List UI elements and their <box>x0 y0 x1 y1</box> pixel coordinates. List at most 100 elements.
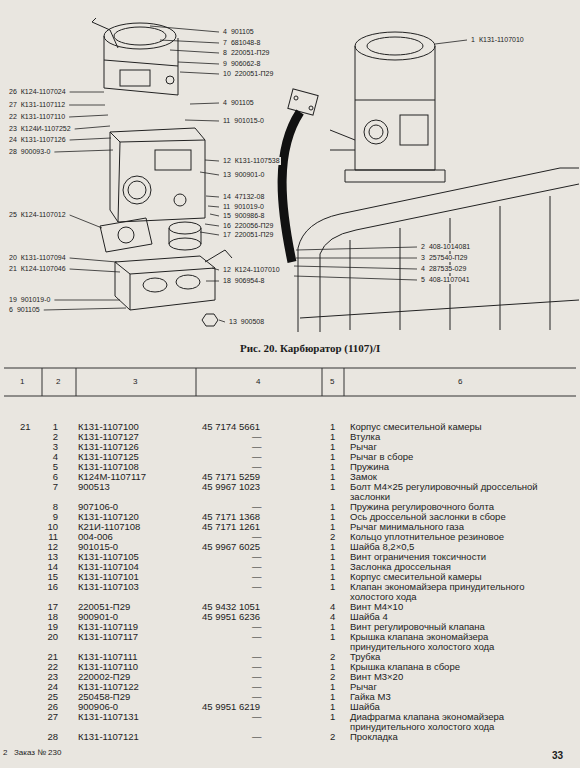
table-cell: К131-1107120 <box>78 512 139 522</box>
part-number: 900093-0 <box>20 148 52 156</box>
table-cell: К131-1107103 <box>78 582 139 592</box>
table-cell: — <box>252 692 262 702</box>
table-cell: 1 <box>330 702 335 712</box>
part-number: 906954-8 <box>234 277 266 285</box>
table-cell: 17 <box>28 602 58 612</box>
table-cell: Гайка М3 <box>350 692 562 702</box>
table-cell: 3 <box>28 442 58 452</box>
leader-line <box>70 92 104 93</box>
table-cell: 23 <box>28 672 58 682</box>
table-cell: 4 <box>330 612 335 622</box>
part-number: К131-1107126 <box>20 136 67 144</box>
table-cell: 45 7171 1368 <box>202 512 260 522</box>
callout-number: 27 <box>8 101 18 109</box>
callout-number: 7 <box>222 39 228 47</box>
table-cell: Втулка <box>350 432 562 442</box>
table-cell: 250458-П29 <box>78 692 130 702</box>
part-number: 287535-029 <box>428 265 467 273</box>
leader-line <box>205 160 219 161</box>
leader-line <box>296 258 417 259</box>
leader-line <box>212 268 219 270</box>
callout-number: 8 <box>222 49 228 57</box>
table-cell: К131-1107121 <box>78 732 139 742</box>
table-cell: К131-1107126 <box>78 442 139 452</box>
table-cell: — <box>252 462 262 472</box>
table-cell: Прокладка <box>350 732 562 742</box>
leader-line <box>160 40 219 43</box>
table-cell: К131-1107131 <box>78 712 139 722</box>
part-number: 901019-0 <box>233 203 265 211</box>
leader-line <box>178 62 219 64</box>
table-cell: 1 <box>28 422 58 432</box>
part-number: 220051-П29 <box>234 70 275 78</box>
callout-number: 17 <box>222 231 232 239</box>
part-number: К131-1107538 <box>234 157 281 165</box>
table-cell: Крышка клапана экономайзера принудительн… <box>350 632 562 652</box>
part-number: 47132-08 <box>234 193 266 201</box>
table-cell: Пружина <box>350 462 562 472</box>
leader-line <box>205 224 219 226</box>
part-number: К131-1107010 <box>478 36 525 44</box>
part-number: К131-1107110 <box>20 113 66 121</box>
leader-line <box>70 215 102 228</box>
table-cell: 20 <box>28 632 58 642</box>
column-header: 4 <box>256 377 260 386</box>
part-number: 220051-П29 <box>234 231 275 239</box>
table-cell: К131-1107117 <box>78 632 138 642</box>
table-cell: 1 <box>330 472 335 482</box>
leader-line <box>54 150 113 152</box>
table-cell: — <box>252 572 262 582</box>
table-cell: 6 <box>28 472 58 482</box>
table-cell: К131-1107108 <box>78 462 139 472</box>
table-cell: Пружина регулировочного болта <box>350 502 562 512</box>
table-cell: Шайба 8,2×0,5 <box>350 542 562 552</box>
part-number: 257540-П29 <box>428 254 469 262</box>
table-cell: 8 <box>28 502 58 512</box>
table-cell: К131-1107125 <box>78 452 139 462</box>
table-cell: 21 <box>28 652 58 662</box>
callout-number: 11 <box>222 203 231 211</box>
callout-number: 11 <box>222 117 231 125</box>
table-cell: — <box>252 732 262 742</box>
table-cell: — <box>252 582 262 592</box>
leader-line <box>435 40 467 44</box>
table-cell: 1 <box>330 632 335 642</box>
table-cell: 1 <box>330 552 335 562</box>
leader-line <box>210 214 219 216</box>
callout-number: 4 <box>222 99 228 107</box>
table-cell: 5 <box>28 462 58 472</box>
callout-number: 25 <box>8 211 18 219</box>
table-cell: — <box>252 652 262 662</box>
part-number: 220056-П29 <box>234 222 275 230</box>
callout-number: 19 <box>8 296 18 304</box>
leader-line <box>296 247 417 250</box>
table-cell: Винт ограничения токсичности <box>350 552 562 562</box>
callout-number: 26 <box>8 88 18 96</box>
table-cell: 1 <box>330 512 335 522</box>
part-number: К124-1107046 <box>20 265 67 273</box>
leader-line <box>170 50 219 53</box>
table-cell: 1 <box>330 622 335 632</box>
table-cell: Крышка клапана в сборе <box>350 662 562 672</box>
table-cell: 900513 <box>78 482 110 492</box>
leader-line <box>294 266 417 269</box>
table-cell: 45 7171 5259 <box>202 472 260 482</box>
callout-number: 16 <box>222 222 232 230</box>
leader-line <box>219 320 225 322</box>
leader-line <box>200 232 219 235</box>
leader-line <box>75 126 110 129</box>
table-cell: К131-1107100 <box>78 422 139 432</box>
table-cell: — <box>252 562 262 572</box>
leader-line <box>206 281 219 282</box>
table-cell: Корпус смесительной камеры <box>350 422 562 432</box>
table-cell: К124М-1107117 <box>78 472 146 482</box>
table-cell: Винт М4×10 <box>350 602 562 612</box>
table-cell: 900901-0 <box>78 612 118 622</box>
leader-line <box>200 172 219 175</box>
table-cell: К131-1107127 <box>78 432 139 442</box>
table-cell: — <box>252 532 262 542</box>
table-cell: 19 <box>28 622 58 632</box>
callout-number: 4 <box>420 265 426 273</box>
column-header: 3 <box>133 377 137 386</box>
table-cell: 45 7174 5661 <box>202 422 260 432</box>
